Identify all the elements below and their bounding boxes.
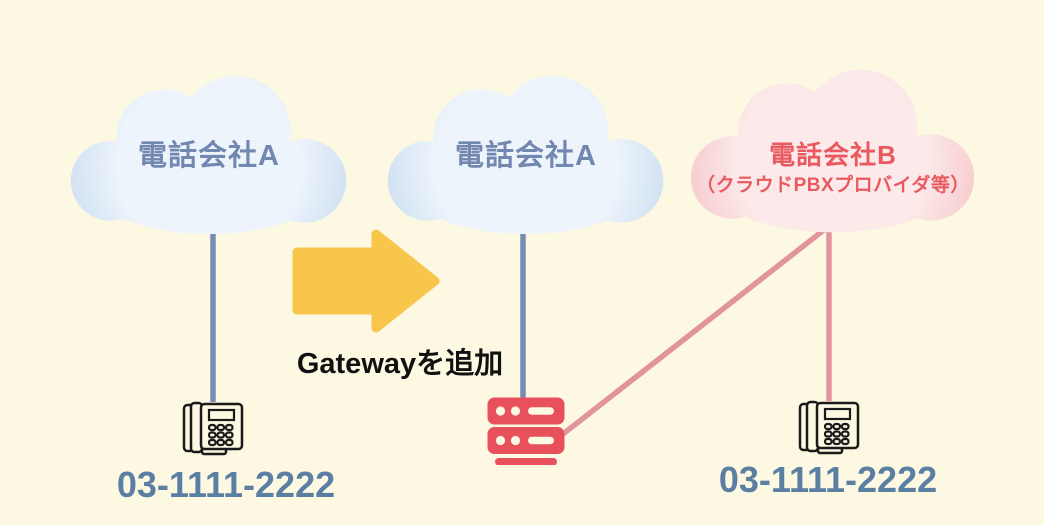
cloud-a-before-label: 電話会社A xyxy=(138,140,280,172)
cloud-a-after-label: 電話会社A xyxy=(455,140,597,172)
cloud-shape-pink-icon xyxy=(690,69,975,233)
right-arrow-icon xyxy=(292,229,440,333)
cloud-shape-blue-icon xyxy=(70,75,347,235)
cloud-phone-company-b: 電話会社B （クラウドPBXプロバイダ等） xyxy=(686,64,980,238)
phone-number-after: 03-1111-2222 xyxy=(718,459,938,500)
line-cloud-b-to-gateway xyxy=(561,223,831,437)
desk-phone-icon xyxy=(182,401,244,456)
cloud-b-label-line2: （クラウドPBXプロバイダ等） xyxy=(696,175,970,196)
transition-arrow xyxy=(292,229,440,333)
desk-phone-before xyxy=(182,399,244,462)
gateway-server-icon xyxy=(487,397,565,466)
cloud-phone-company-a-before: 電話会社A xyxy=(60,74,358,236)
desk-phone-after xyxy=(798,398,860,461)
cloud-shape-blue-icon xyxy=(387,75,664,235)
cloud-b-label: 電話会社B （クラウドPBXプロバイダ等） xyxy=(666,142,1000,195)
transition-label: Gatewayを追加 xyxy=(296,348,504,380)
phone-number-before: 03-1111-2222 xyxy=(116,464,336,505)
gateway-device xyxy=(487,397,565,470)
cloud-phone-company-a-after: 電話会社A xyxy=(382,74,670,236)
desk-phone-icon xyxy=(798,400,860,455)
cloud-b-label-line1: 電話会社B xyxy=(769,140,897,170)
